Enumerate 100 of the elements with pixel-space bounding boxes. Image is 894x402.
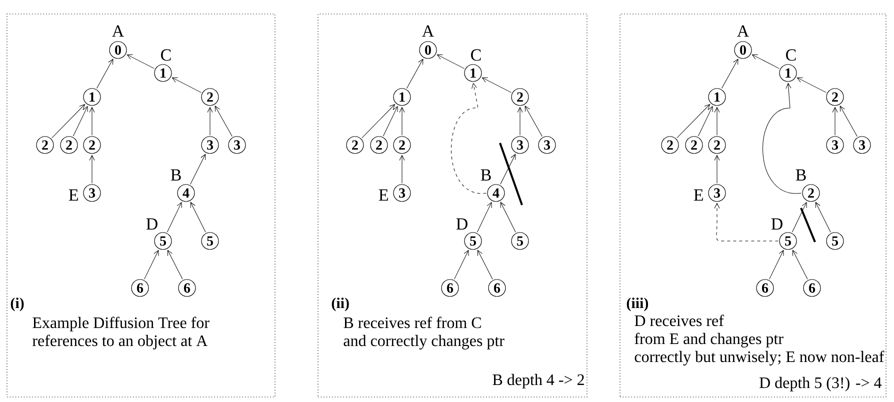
tree-node: 1 <box>708 88 726 106</box>
tree-node: 1 <box>393 88 411 106</box>
tree-node: C 1 <box>154 49 172 82</box>
arrow <box>714 155 720 184</box>
tree-node: D 5 <box>456 218 482 250</box>
arrow <box>477 202 492 232</box>
node-letter: E <box>694 189 703 201</box>
arrow <box>722 58 738 89</box>
tree-node: 5 <box>201 232 219 250</box>
node-letter: D <box>456 218 468 230</box>
node-letter: B <box>480 169 491 181</box>
arrow <box>167 202 182 232</box>
arrow <box>482 77 512 93</box>
node-letter: A <box>422 25 434 37</box>
node-letter: C <box>161 49 171 61</box>
tree-node: 3 <box>228 136 246 154</box>
node-letter: D <box>771 218 782 230</box>
tree-node: 3 <box>511 136 529 154</box>
node-letter: A <box>112 25 124 37</box>
tree-node: 3 <box>538 136 556 154</box>
tree-node: B 2 <box>796 169 820 202</box>
tree-node: 6 <box>803 279 821 297</box>
tree-node: D 5 <box>771 218 797 250</box>
node-letter: B <box>796 169 806 181</box>
tree-node: E 3 <box>378 184 411 202</box>
arrow <box>454 250 469 280</box>
tree-node: 6 <box>131 279 149 297</box>
arrow <box>840 106 858 137</box>
arrow <box>769 250 784 280</box>
tree-node: A 0 <box>419 25 437 59</box>
arrow <box>792 202 807 232</box>
arrow <box>52 104 85 138</box>
tree-node: 3 <box>201 136 219 154</box>
tree-node: C 1 <box>779 49 797 82</box>
panel-label: (iii) <box>626 298 648 312</box>
depth-note: B depth 4 -> 2 <box>492 374 584 388</box>
tree-node: 2 <box>685 136 703 154</box>
tree-node: 6 <box>488 279 506 297</box>
arrow <box>144 250 159 280</box>
arrow <box>89 155 95 184</box>
tree-node: 6 <box>756 279 774 297</box>
tree-node: C 1 <box>464 49 482 82</box>
panel-frame <box>620 14 886 398</box>
arrow <box>72 106 88 136</box>
arrow <box>792 250 808 280</box>
panel-frame <box>318 14 588 398</box>
panel-frame <box>6 14 276 398</box>
arrow <box>714 107 720 136</box>
tree-node: 5 <box>826 232 844 250</box>
node-letter: C <box>471 49 481 61</box>
tree-node: B 4 <box>480 169 505 202</box>
tree-node: 3 <box>826 136 844 154</box>
panel-label: (ii) <box>332 298 349 312</box>
tree-node: 2 <box>36 136 54 154</box>
tree-node: 2 <box>83 136 101 154</box>
tree-node: E 3 <box>68 184 101 202</box>
curved-arrow <box>762 83 802 194</box>
node-letter: D <box>146 218 158 230</box>
tree-node: B 4 <box>170 169 195 202</box>
arrow <box>500 154 516 184</box>
arrow <box>89 107 95 136</box>
tree-node: 5 <box>511 232 529 250</box>
tree-node: A 0 <box>109 25 127 59</box>
tree-node: 2 <box>346 136 364 154</box>
depth-note: D depth 5 (3!) -> 4 <box>760 376 882 392</box>
arrow <box>436 54 465 69</box>
tree-node: 3 <box>853 136 871 154</box>
tree-node: 2 <box>201 88 219 106</box>
arrow <box>815 202 831 232</box>
arrow <box>96 58 114 89</box>
tree-node: 2 <box>60 136 78 154</box>
arrow <box>362 104 395 138</box>
node-letter: C <box>786 49 796 61</box>
dashed-arrow <box>451 83 486 194</box>
arrow <box>406 58 424 89</box>
tree-node: 2 <box>370 136 388 154</box>
arrow <box>172 77 202 93</box>
node-letter: B <box>170 169 181 181</box>
arrow <box>399 155 405 184</box>
tree-node: 6 <box>178 279 196 297</box>
arrow <box>214 106 232 137</box>
caption-text: B receives ref from C and correctly changes ptr <box>344 316 504 350</box>
arrow <box>796 77 827 93</box>
node-letter: E <box>378 189 388 201</box>
node-letter: A <box>737 25 750 37</box>
dashed-arrow <box>714 203 778 242</box>
arrow <box>752 54 780 69</box>
tree-node: A 0 <box>734 25 752 59</box>
arrow <box>500 202 516 232</box>
arrow <box>832 107 838 136</box>
panel-label: (i) <box>10 298 24 312</box>
arrow <box>477 250 493 280</box>
arrow <box>126 54 155 69</box>
node-letter: E <box>68 189 78 201</box>
arrow <box>524 106 542 137</box>
arrow <box>676 104 710 138</box>
tree-node: 2 <box>708 136 726 154</box>
tree-node: 6 <box>441 279 459 297</box>
arrow <box>517 107 523 136</box>
tree-node: 2 <box>511 88 529 106</box>
